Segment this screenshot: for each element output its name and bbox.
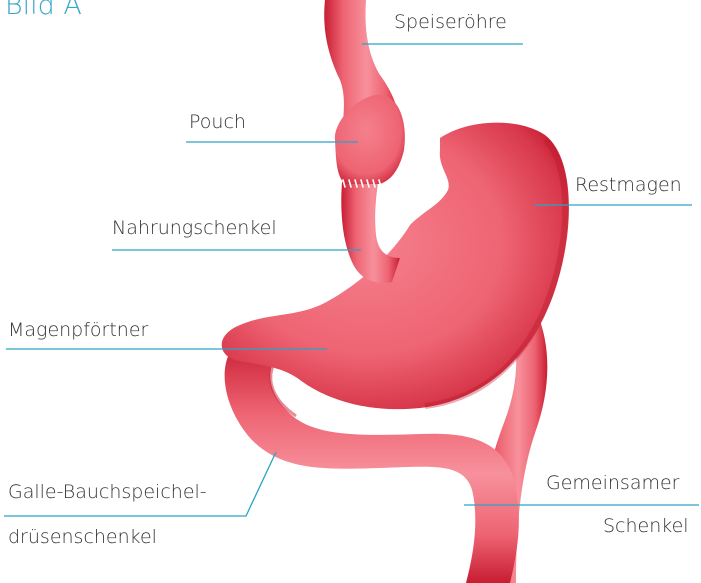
label-gemeinsamer-line1: Gemeinsamer xyxy=(546,474,679,493)
label-galle-line1: Galle-Bauchspeichel- xyxy=(8,483,207,502)
label-galle-line2: drüsenschenkel xyxy=(8,528,157,547)
label-pouch: Pouch xyxy=(189,113,246,132)
label-speiseroehre: Speiseröhre xyxy=(394,13,507,32)
label-restmagen: Restmagen xyxy=(575,176,682,195)
label-gemeinsamer-line2: Schenkel xyxy=(603,517,689,536)
label-magenpfoertner: Magenpförtner xyxy=(8,321,148,340)
roux-limb xyxy=(341,182,400,283)
label-nahrungschenkel: Nahrungschenkel xyxy=(112,219,277,238)
figure-title: Bild A xyxy=(5,0,82,19)
